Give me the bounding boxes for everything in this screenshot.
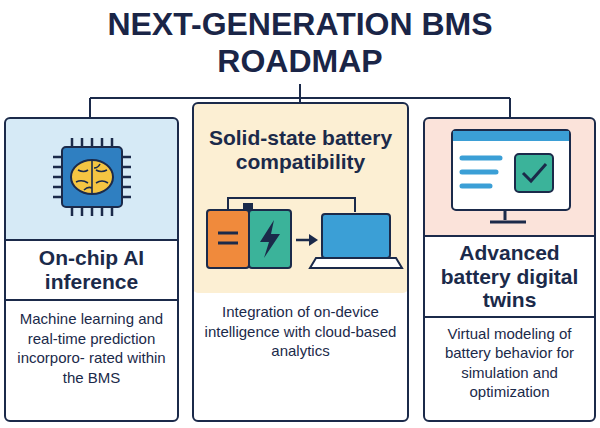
brain-folds xyxy=(76,161,108,193)
panel-fill xyxy=(193,103,408,293)
power-line xyxy=(228,198,355,212)
laptop-base xyxy=(310,258,402,268)
lightning xyxy=(260,220,280,258)
chip-pins xyxy=(53,138,131,216)
panel-fill xyxy=(424,118,595,318)
roadmap-panel: On-chip AI inferenceMachine learning and… xyxy=(4,117,179,422)
battery-terminal xyxy=(243,203,253,210)
roadmap-panel: Advanced battery digital twinsVirtual mo… xyxy=(423,117,596,422)
ai-chip-icon xyxy=(53,138,131,216)
digital-twin-monitor xyxy=(452,130,570,222)
monitor-stand xyxy=(490,210,526,222)
screen-lines xyxy=(462,158,500,186)
panel-description: Virtual modeling of battery behavior for… xyxy=(425,324,594,402)
check-mark xyxy=(523,164,546,181)
panel-description: Machine learning and real-time predictio… xyxy=(6,309,177,387)
diagram-title: NEXT-GENERATION BMS ROADMAP xyxy=(100,6,500,80)
battery-marks xyxy=(218,233,238,243)
monitor-frame xyxy=(452,130,570,210)
panel-description: Integration of on-device intelligence wi… xyxy=(194,302,407,361)
laptop-screen xyxy=(322,214,390,258)
battery-right xyxy=(249,210,291,268)
roadmap-panel: Solid-state battery compatibilityIntegra… xyxy=(192,102,409,422)
panel-heading: Advanced battery digital twins xyxy=(425,235,594,318)
panel-heading: On-chip AI inference xyxy=(6,239,177,301)
arrow-head xyxy=(309,234,318,246)
brain xyxy=(71,160,113,194)
panel-fill xyxy=(5,118,178,301)
battery-laptop-icon xyxy=(207,198,402,268)
check-box xyxy=(515,154,553,192)
panel-heading: Solid-state battery compatibility xyxy=(194,110,407,190)
chip-body xyxy=(62,147,122,207)
monitor-bar xyxy=(453,131,569,141)
battery-left xyxy=(207,210,249,268)
